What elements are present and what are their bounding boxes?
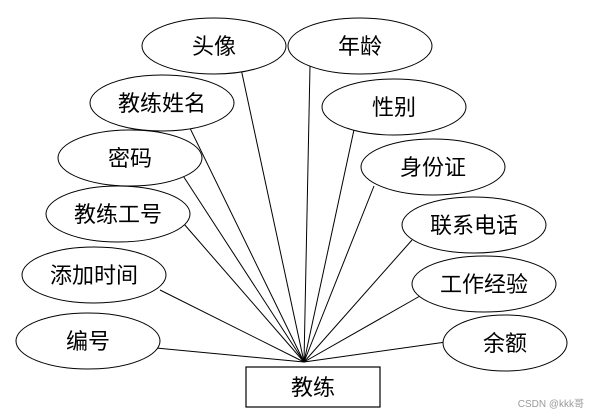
attribute-ellipse xyxy=(360,138,506,196)
attribute-ellipse xyxy=(321,78,467,136)
attribute-label: 年龄 xyxy=(338,35,382,60)
attribute-work-experience: 工作经验 xyxy=(411,255,557,313)
connector-id-card xyxy=(303,185,375,363)
entity-coach: 教练 xyxy=(245,366,381,408)
attribute-coach-number: 教练工号 xyxy=(45,185,191,243)
attribute-avatar: 头像 xyxy=(141,17,287,75)
attribute-password: 密码 xyxy=(57,129,203,187)
attribute-label: 教练姓名 xyxy=(118,92,206,117)
connector-phone xyxy=(303,239,413,363)
connector-lines xyxy=(155,63,447,363)
attribute-label: 身份证 xyxy=(400,156,466,181)
connector-add-time xyxy=(159,289,305,363)
attribute-label: 编号 xyxy=(66,330,110,355)
attribute-label: 联系电话 xyxy=(430,214,518,239)
attribute-balance: 余额 xyxy=(442,314,568,372)
entity-label: 教练 xyxy=(291,376,335,401)
connector-age xyxy=(303,65,311,363)
attribute-id-card: 身份证 xyxy=(360,138,506,196)
attribute-ellipse xyxy=(401,196,547,254)
connector-password xyxy=(177,167,305,363)
attribute-label: 教练工号 xyxy=(74,203,162,228)
attribute-gender: 性别 xyxy=(321,78,467,136)
attribute-label: 头像 xyxy=(192,35,236,60)
attribute-ellipse xyxy=(411,255,557,313)
attribute-phone: 联系电话 xyxy=(401,196,547,254)
attribute-label: 添加时间 xyxy=(50,264,138,289)
connector-coach-name xyxy=(185,119,305,363)
connector-work-experience xyxy=(303,295,421,363)
attribute-ellipse xyxy=(141,17,287,75)
watermark: CSDN @kkk哥 xyxy=(517,399,584,410)
attribute-ellipse xyxy=(15,312,161,370)
connector-avatar xyxy=(239,63,305,363)
attribute-add-time: 添加时间 xyxy=(21,246,167,304)
connector-coach-number xyxy=(183,223,305,363)
attribute-label: 密码 xyxy=(108,147,152,172)
connector-gender xyxy=(303,124,356,363)
attribute-label: 性别 xyxy=(372,96,416,121)
attribute-coach-name: 教练姓名 xyxy=(89,74,235,132)
attribute-age: 年龄 xyxy=(287,17,433,75)
attribute-ellipse xyxy=(45,185,191,243)
attribute-ellipse xyxy=(287,17,433,75)
attribute-code: 编号 xyxy=(15,312,161,370)
attribute-ellipse xyxy=(89,74,235,132)
attribute-label: 余额 xyxy=(483,332,527,357)
attribute-label: 工作经验 xyxy=(440,273,528,298)
connector-balance xyxy=(303,341,447,363)
entity-box xyxy=(245,366,381,408)
attribute-ellipse xyxy=(21,246,167,304)
connector-code xyxy=(155,347,305,363)
attribute-ellipse xyxy=(442,314,568,372)
